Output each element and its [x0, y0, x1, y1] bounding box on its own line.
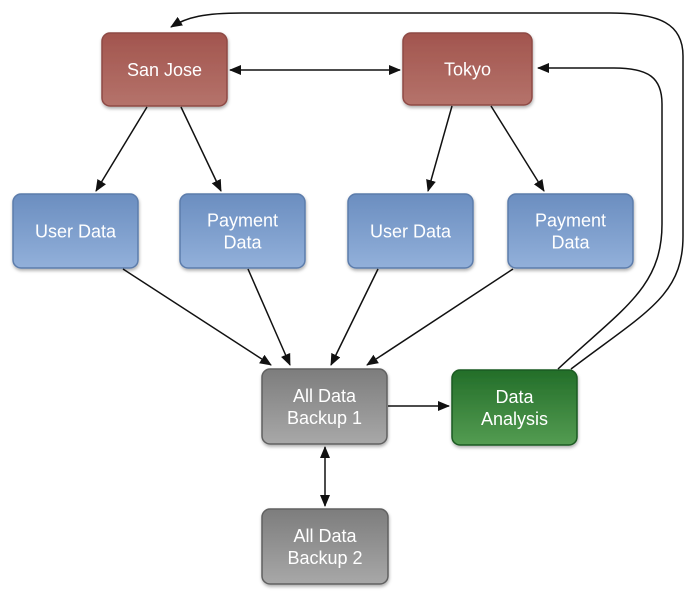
edge-san-jose--user-data-1	[95, 106, 148, 192]
edge-data-analysis--san-jose	[170, 12, 684, 370]
edge-tokyo--user-data-2	[426, 105, 453, 192]
node-user-data-2: User Data	[347, 193, 474, 269]
edge-tokyo--payment-data-2	[490, 105, 545, 192]
node-tokyo: Tokyo	[402, 32, 533, 106]
node-label: User Data	[35, 222, 117, 242]
edge-data-analysis--tokyo	[537, 63, 663, 370]
node-san-jose: San Jose	[101, 32, 228, 107]
node-label: Tokyo	[444, 60, 491, 80]
edge-user-data-2--backup-1	[330, 268, 379, 366]
node-label: User Data	[370, 222, 452, 242]
edge-san-jose--payment-data-1	[180, 106, 222, 192]
diagram-edges	[95, 12, 684, 507]
edge-payment-data-1--backup-1	[247, 268, 291, 366]
node-user-data-1: User Data	[12, 193, 139, 269]
edge-user-data-1--backup-1	[122, 268, 272, 366]
node-label: San Jose	[127, 60, 202, 80]
edge-payment-data-2--backup-1	[366, 268, 514, 366]
